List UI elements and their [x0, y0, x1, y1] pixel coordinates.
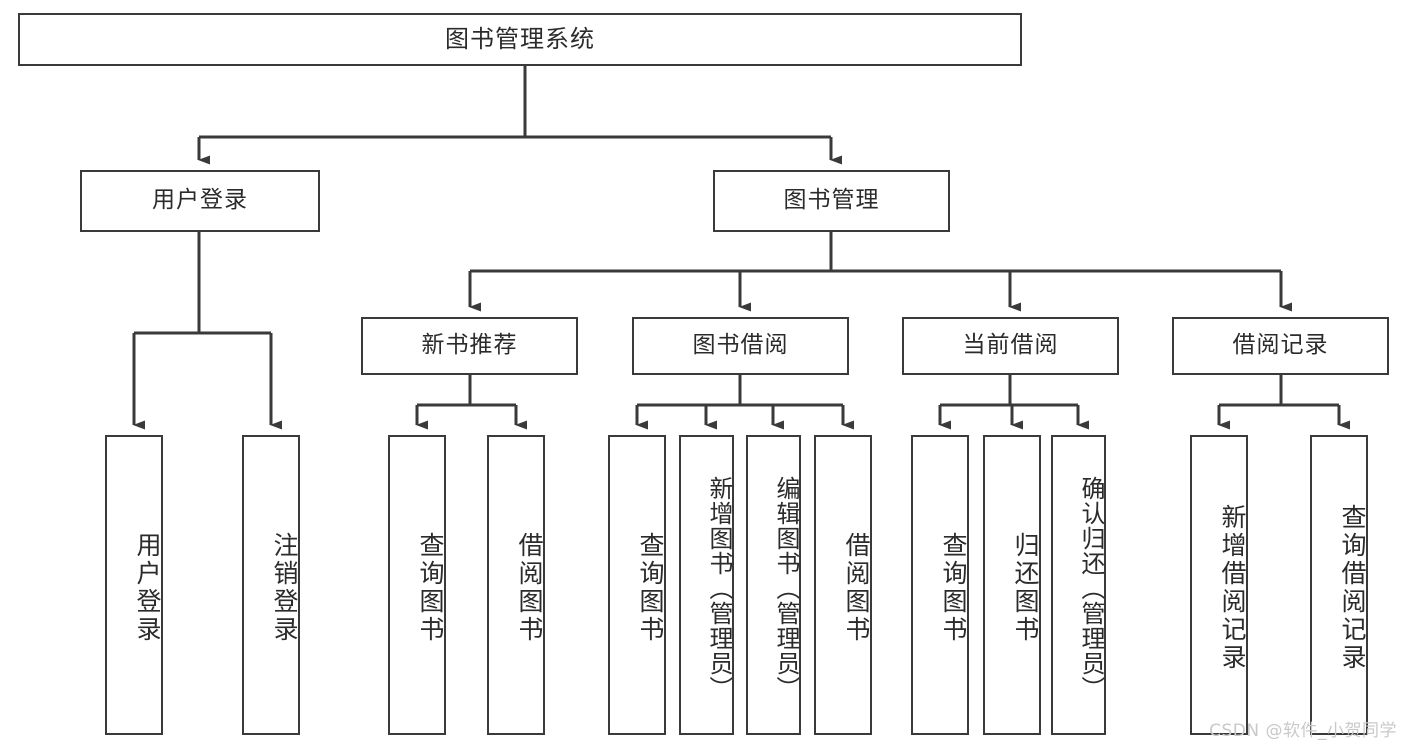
- leaf-add-book[interactable]: 新增图书（管理员）: [679, 435, 734, 735]
- leaf-add-record[interactable]: 新增借阅记录: [1190, 435, 1248, 735]
- node-book-borrow-label: 图书借阅: [692, 332, 789, 359]
- leaf-confirm-return[interactable]: 确认归还（管理员）: [1051, 435, 1106, 735]
- leaf-confirm-return-label: 确认归还（管理员）: [1077, 475, 1105, 701]
- node-new-book-recommend[interactable]: 新书推荐: [361, 317, 578, 375]
- leaf-query-book-3-label: 查询图书: [939, 532, 968, 644]
- leaf-query-book-1-label: 查询图书: [416, 532, 445, 644]
- node-root-label: 图书管理系统: [445, 25, 595, 54]
- leaf-add-book-label: 新增图书（管理员）: [705, 475, 733, 701]
- node-current-borrow[interactable]: 当前借阅: [902, 317, 1119, 375]
- node-book-manage[interactable]: 图书管理: [713, 170, 950, 232]
- leaf-return-book-label: 归还图书: [1011, 532, 1040, 644]
- node-book-borrow[interactable]: 图书借阅: [632, 317, 849, 375]
- leaf-query-record-label: 查询借阅记录: [1338, 504, 1367, 672]
- node-user-login-label: 用户登录: [152, 187, 248, 214]
- node-borrow-record[interactable]: 借阅记录: [1172, 317, 1389, 375]
- leaf-query-book-2[interactable]: 查询图书: [608, 435, 666, 735]
- leaf-query-book-3[interactable]: 查询图书: [911, 435, 969, 735]
- node-root[interactable]: 图书管理系统: [18, 13, 1022, 66]
- leaf-logout[interactable]: 注销登录: [242, 435, 300, 735]
- leaf-add-record-label: 新增借阅记录: [1218, 504, 1247, 672]
- leaf-edit-book[interactable]: 编辑图书（管理员）: [746, 435, 801, 735]
- node-user-login[interactable]: 用户登录: [80, 170, 320, 232]
- node-new-book-recommend-label: 新书推荐: [421, 332, 518, 359]
- leaf-query-book-2-label: 查询图书: [636, 532, 665, 644]
- leaf-borrow-book-1[interactable]: 借阅图书: [487, 435, 545, 735]
- leaf-return-book[interactable]: 归还图书: [983, 435, 1041, 735]
- node-borrow-record-label: 借阅记录: [1232, 332, 1329, 359]
- leaf-user-login[interactable]: 用户登录: [105, 435, 163, 735]
- watermark-text: CSDN @软件_小贺同学: [1209, 721, 1397, 741]
- leaf-query-book-1[interactable]: 查询图书: [388, 435, 446, 735]
- leaf-borrow-book-2-label: 借阅图书: [842, 532, 871, 644]
- leaf-user-login-label: 用户登录: [133, 532, 162, 644]
- leaf-borrow-book-2[interactable]: 借阅图书: [814, 435, 872, 735]
- node-current-borrow-label: 当前借阅: [962, 332, 1059, 359]
- leaf-edit-book-label: 编辑图书（管理员）: [772, 475, 800, 701]
- leaf-query-record[interactable]: 查询借阅记录: [1310, 435, 1368, 735]
- node-book-manage-label: 图书管理: [783, 187, 880, 214]
- leaf-logout-label: 注销登录: [270, 532, 299, 644]
- leaf-borrow-book-1-label: 借阅图书: [515, 532, 544, 644]
